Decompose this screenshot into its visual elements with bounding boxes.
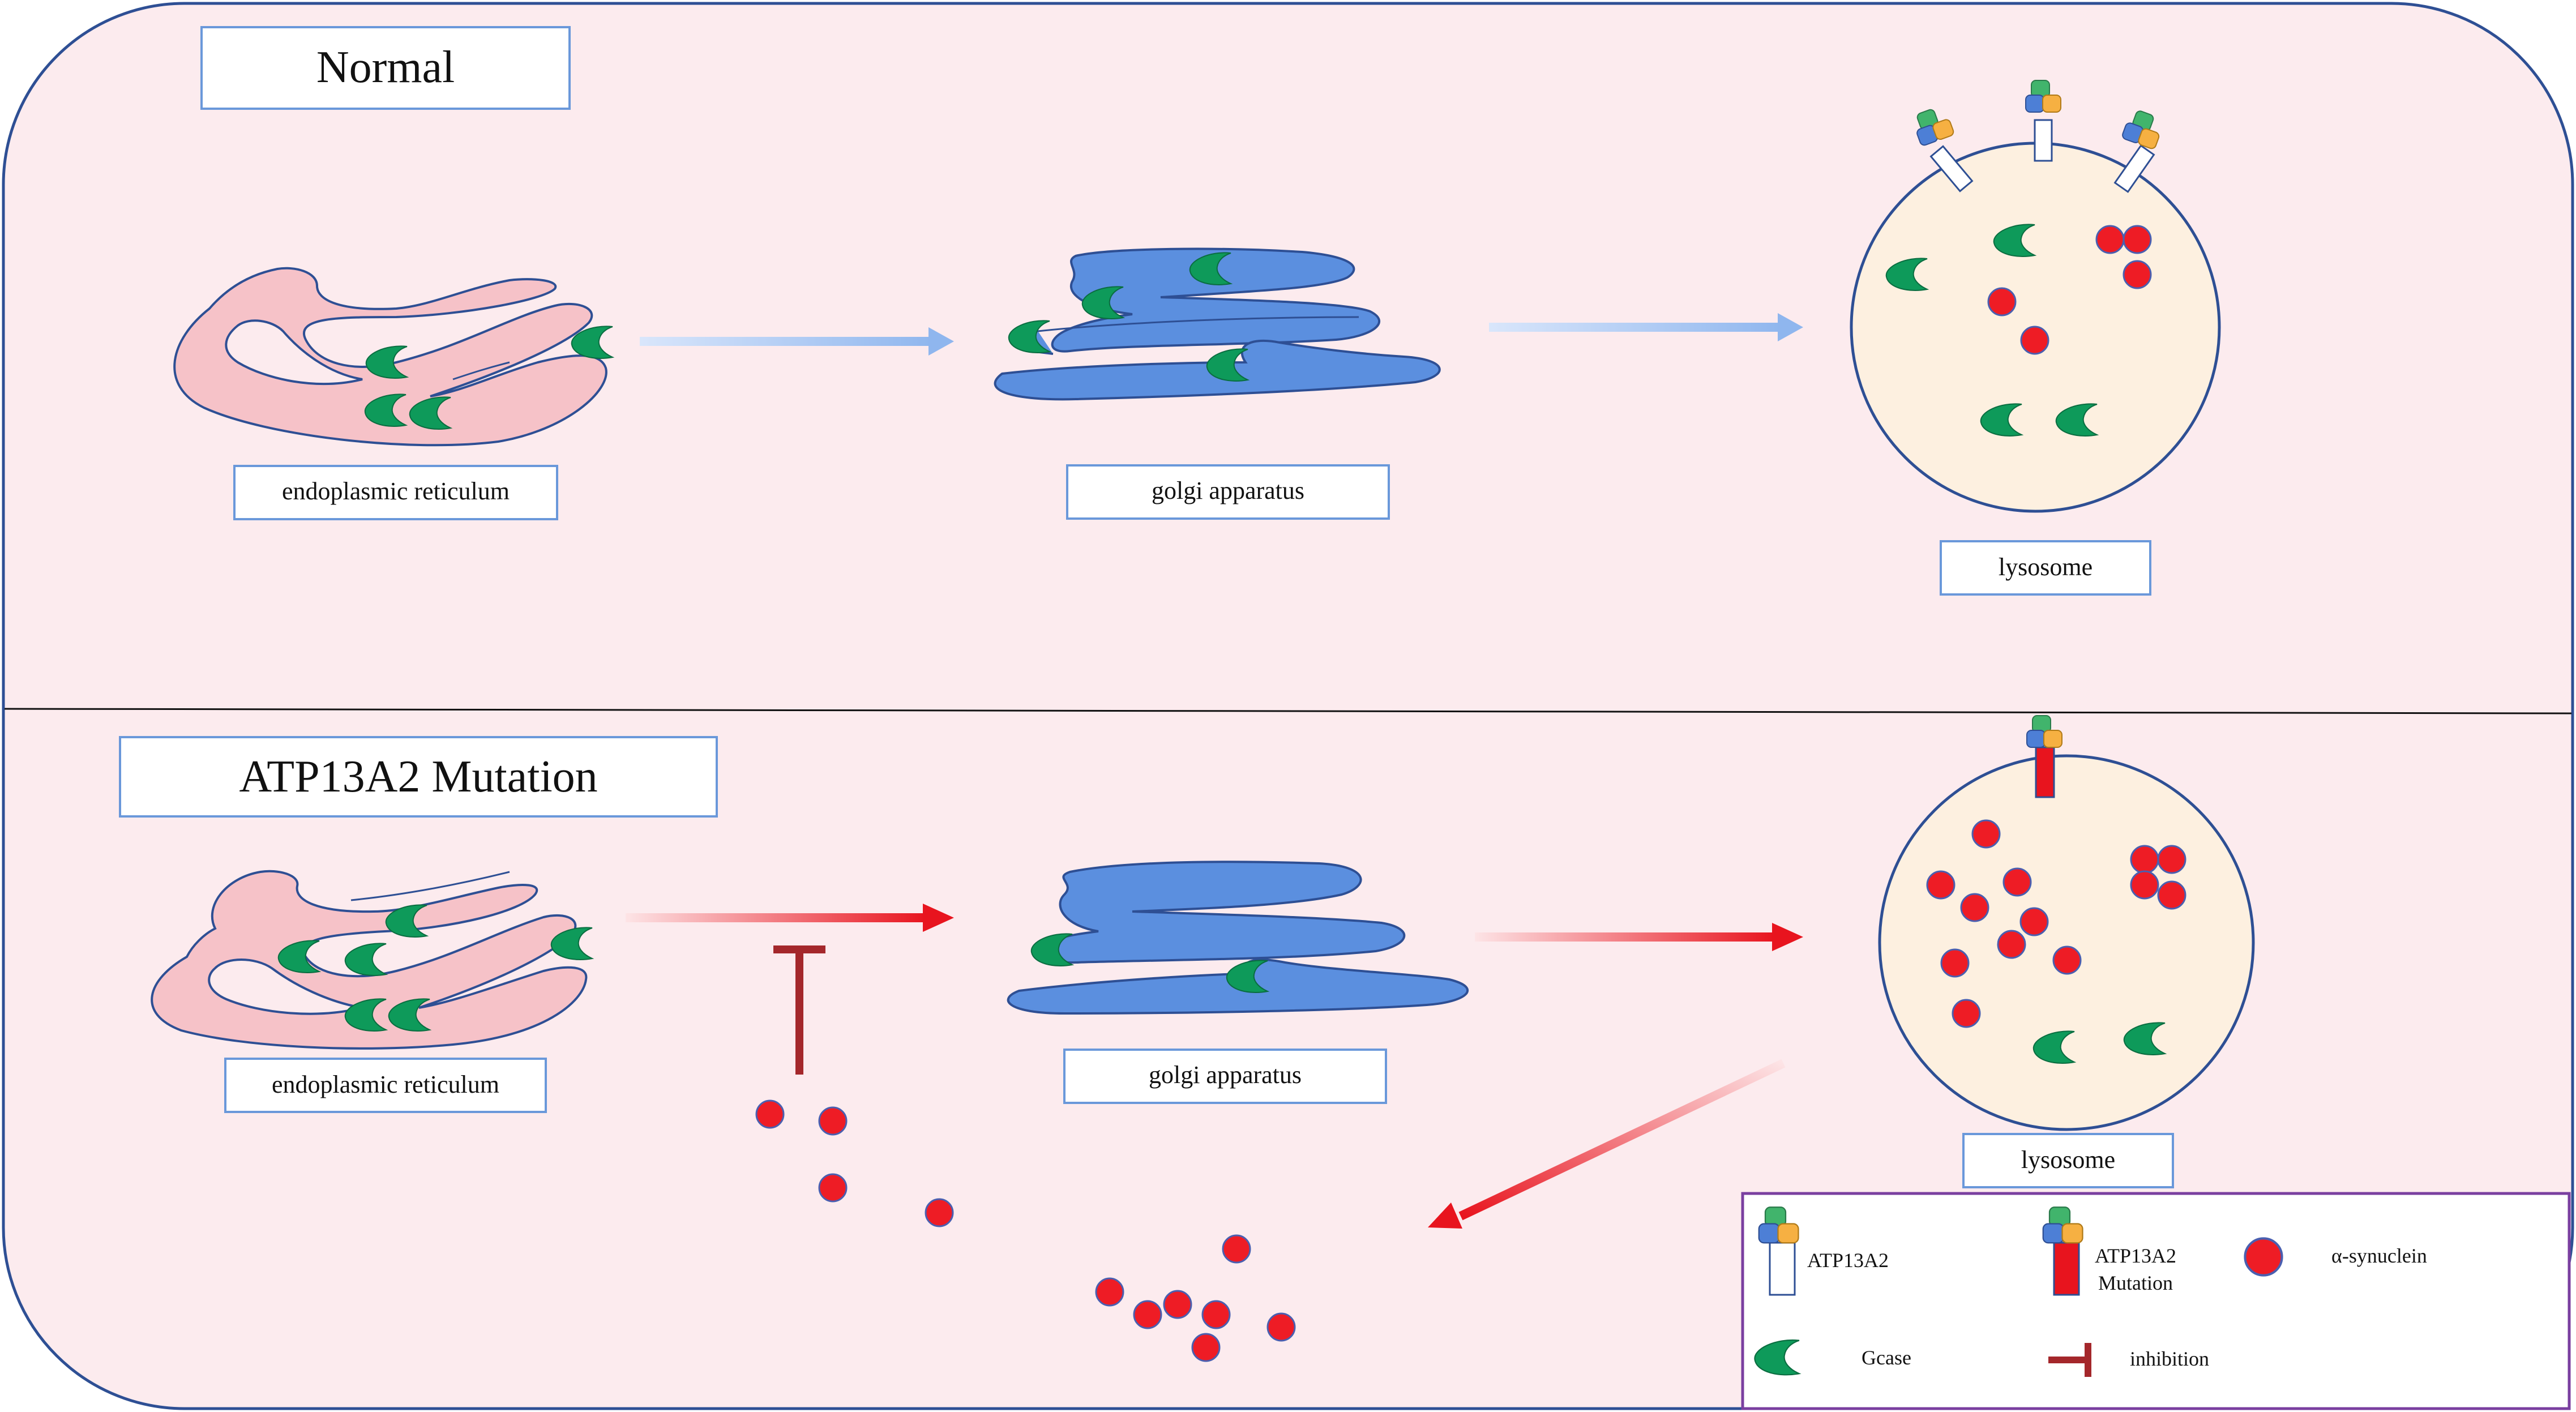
mutation-golgi-label: golgi apparatus — [1149, 1061, 1302, 1089]
alpha-synuclein-dot — [2020, 326, 2049, 355]
alpha-synuclein-dot — [1971, 819, 2001, 849]
alpha-synuclein-dot — [818, 1106, 848, 1136]
alpha-synuclein-dot — [925, 1198, 954, 1227]
alpha-synuclein-dot — [2123, 225, 2152, 254]
normal-golgi-label-box — [1066, 464, 1390, 520]
legend-gcase-label: Gcase — [1862, 1346, 1911, 1369]
atp13a2-legend-icon — [1758, 1206, 1799, 1296]
atp13a2-mutation-icon — [2026, 715, 2062, 798]
legend-inhibition-label: inhibition — [2130, 1347, 2209, 1370]
legend-atp13a2-mutation-label-line1: ATP13A2 — [2095, 1244, 2176, 1267]
mutation-section: ATP13A2 Mutation endoplasmic reticulum — [119, 715, 2255, 1362]
alpha-synuclein-dot — [1926, 870, 1955, 900]
mutation-arrow-1 — [626, 904, 954, 932]
alpha-synuclein-dot — [1987, 287, 2017, 316]
alpha-synuclein-dot — [755, 1099, 785, 1129]
alpha-synuclein-dot — [2130, 870, 2159, 900]
alpha-synuclein-dot — [2157, 845, 2186, 874]
normal-lysosome-label-box — [1940, 540, 2151, 596]
alpha-synuclein-dot — [1266, 1312, 1296, 1342]
mutation-golgi-label-box — [1063, 1049, 1387, 1104]
normal-er-label-box — [233, 465, 558, 520]
section-divider — [4, 708, 2572, 714]
atp13a2-icon — [2025, 80, 2061, 162]
alpha-synuclein-dot — [1960, 893, 1989, 922]
mutation-title: ATP13A2 Mutation — [239, 752, 597, 802]
normal-section: Normal endoplasmic reticulum golgi a — [173, 26, 2221, 596]
normal-lysosome-label: lysosome — [1999, 553, 2093, 581]
normal-title: Normal — [316, 42, 455, 92]
mutation-er-label-box — [224, 1058, 547, 1113]
alpha-synuclein-dot — [1952, 999, 1981, 1028]
alpha-synuclein-dot — [2002, 867, 2032, 897]
normal-arrow-2 — [1489, 313, 1803, 341]
alpha-synuclein-dot — [1940, 948, 1970, 978]
alpha-synuclein-dot — [1133, 1300, 1162, 1329]
inhibition-legend-icon — [2048, 1343, 2091, 1377]
alpha-synuclein-dot — [1997, 930, 2026, 959]
atp13a2-icon — [2113, 107, 2166, 193]
normal-golgi-label: golgi apparatus — [1152, 477, 1304, 504]
legend-atp13a2-mutation-label-line2: Mutation — [2098, 1272, 2173, 1294]
atp13a2-icon — [1910, 104, 1974, 192]
alpha-synuclein-dot — [818, 1173, 848, 1203]
alpha-synuclein-dot — [2130, 845, 2159, 874]
alpha-synuclein-dot — [1191, 1333, 1221, 1362]
mutation-lysosome-label-box — [1962, 1133, 2174, 1188]
mutation-er-label: endoplasmic reticulum — [272, 1071, 499, 1098]
release-arrow — [1428, 1059, 1786, 1229]
legend: ATP13A2 ATP13A2 Mutation α-synuclein Gca… — [1741, 1192, 2571, 1410]
alpha-synuclein-dot — [1163, 1290, 1192, 1319]
alpha-synuclein-dot — [2157, 880, 2186, 910]
normal-arrow-1 — [640, 327, 954, 356]
normal-er-label: endoplasmic reticulum — [282, 477, 510, 505]
legend-atp13a2-label: ATP13A2 — [1807, 1249, 1889, 1272]
inhibition-symbol — [773, 945, 825, 1075]
legend-alpha-synuclein-label: α-synuclein — [2331, 1244, 2427, 1267]
alpha-synuclein-dot — [2052, 945, 2082, 975]
atp13a2-mutation-legend-icon — [2042, 1206, 2083, 1296]
normal-endoplasmic-reticulum — [173, 267, 607, 447]
alpha-synuclein-dot — [1222, 1234, 1251, 1264]
alpha-synuclein-dot — [1095, 1277, 1124, 1307]
mutation-lysosome — [1878, 754, 2255, 1131]
alpha-synuclein-dot — [1201, 1300, 1231, 1329]
normal-title-box — [200, 26, 571, 110]
mutation-title-box — [119, 736, 718, 818]
mutation-lysosome-label: lysosome — [2021, 1146, 2115, 1174]
alpha-synuclein-dot — [2019, 907, 2049, 936]
alpha-synuclein-dot — [2123, 260, 2152, 289]
alpha-synuclein-dot — [2095, 225, 2125, 254]
mutation-arrow-2 — [1475, 923, 1803, 951]
alpha-synuclein-icon — [2245, 1238, 2282, 1275]
legend-box — [1741, 1192, 2571, 1410]
